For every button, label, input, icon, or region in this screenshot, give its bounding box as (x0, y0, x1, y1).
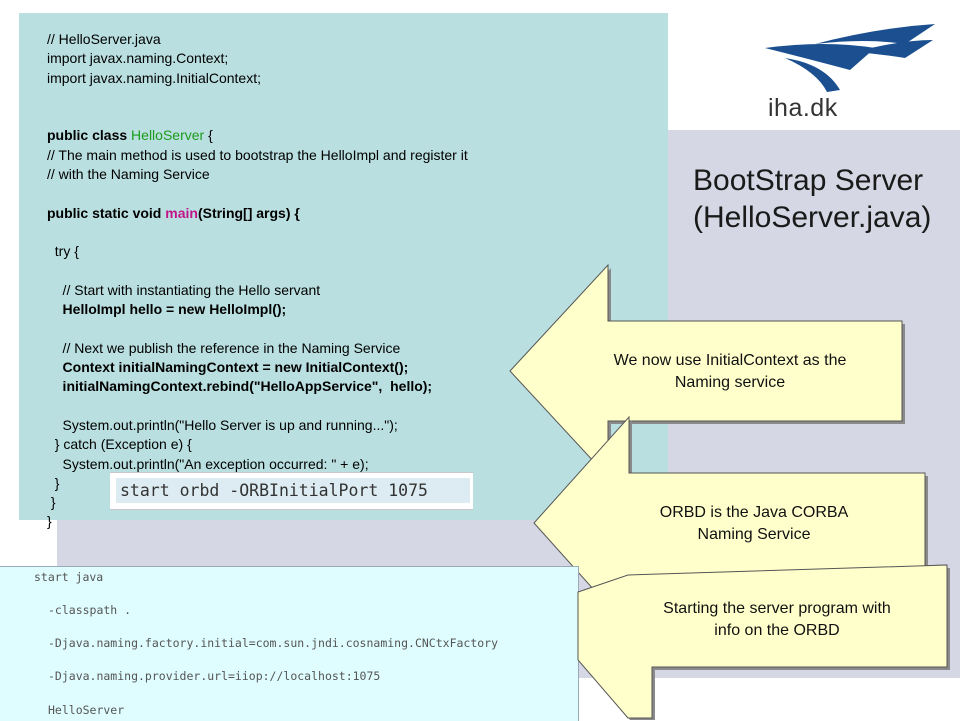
slide-title: BootStrap Server (HelloServer.java) (693, 162, 931, 236)
callout-line: Starting the server program with (663, 600, 891, 617)
code-line: // The main method is used to bootstrap … (47, 146, 468, 163)
orbd-command-box: start orbd -ORBInitialPort 1075 (110, 472, 473, 510)
code-line: initialNamingContext.rebind("HelloAppSer… (47, 378, 433, 395)
code-line: public class HelloServer { (47, 127, 213, 144)
callout-line: Naming Service (697, 526, 811, 543)
code-line: System.out.println("Hello Server is up a… (47, 416, 398, 433)
code-line: } catch (Exception e) { (47, 436, 192, 453)
code-line: public static void main(String[] args) { (47, 204, 300, 221)
command-line: -classpath . (48, 603, 132, 617)
orbd-command-text: start orbd -ORBInitialPort 1075 (116, 478, 470, 503)
code-line: try { (47, 243, 79, 260)
command-line: -Djava.naming.factory.initial=com.sun.jn… (48, 636, 499, 650)
iha-logo-icon (765, 24, 935, 92)
code-line: Context initialNamingContext = new Initi… (47, 359, 409, 376)
code-line: // Start with instantiating the Hello se… (47, 281, 321, 298)
code-panel: // HelloServer.java import javax.naming.C… (19, 13, 668, 529)
callout-initial-context-text: We now use InitialContext as the Naming … (585, 350, 875, 394)
command-line: HelloServer (48, 703, 125, 717)
command-line: start java (34, 570, 104, 584)
title-line-2: (HelloServer.java) (693, 201, 932, 234)
code-line: HelloImpl hello = new HelloImpl(); (47, 301, 287, 318)
code-line: } (47, 474, 60, 491)
start-command-panel: start java -classpath . -Djava.naming.fa… (0, 566, 579, 721)
class-name: HelloServer (131, 127, 205, 144)
logo-text: iha.dk (768, 94, 838, 122)
code-line: import javax.naming.InitialContext; (47, 69, 261, 86)
callout-line: info on the ORBD (714, 622, 840, 639)
callout-line: ORBD is the Java CORBA (659, 504, 849, 521)
code-line: System.out.println("An exception occurre… (47, 455, 369, 472)
callout-line: Naming service (674, 374, 786, 391)
callout-line: We now use InitialContext as the (613, 352, 847, 369)
code-line: // Next we publish the reference in the … (47, 339, 401, 356)
code-line: } (47, 513, 52, 530)
method-name: main (165, 204, 198, 221)
code-line: // with the Naming Service (47, 166, 210, 183)
code-line: // HelloServer.java (47, 31, 161, 47)
code-line: import javax.naming.Context; (47, 50, 229, 67)
code-line: } (47, 494, 56, 511)
title-line-1: BootStrap Server (693, 164, 924, 197)
callout-start-server-text: Starting the server program with info on… (636, 598, 918, 642)
java-source-code: // HelloServer.java import javax.naming.C… (47, 30, 468, 532)
callout-orbd-text: ORBD is the Java CORBA Naming Service (614, 502, 894, 546)
command-line: -Djava.naming.provider.url=iiop://localh… (48, 669, 381, 683)
